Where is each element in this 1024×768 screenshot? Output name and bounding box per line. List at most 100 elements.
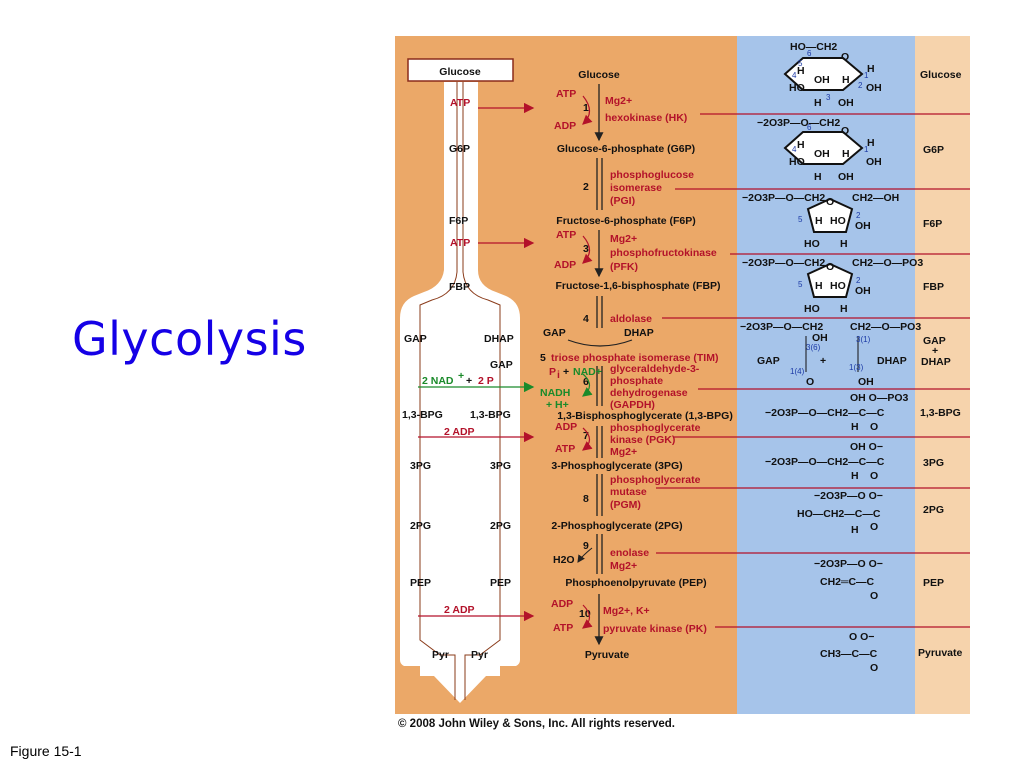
svg-text:H: H [797,139,805,151]
s6-enzyme-4: (GAPDH) [610,399,655,411]
s4-enzyme: aldolase [610,313,652,325]
svg-text:H: H [797,65,805,77]
svg-text:1(3): 1(3) [849,363,864,372]
svg-text:OH: OH [866,156,882,168]
svg-text:H: H [814,97,822,109]
s7-enzyme-1: phosphoglycerate [610,422,701,434]
s1-adp: ADP [554,120,576,132]
ov-atp1: ATP [450,97,470,109]
svg-text:OH O—PO3: OH O—PO3 [850,392,909,404]
s5-enzyme: triose phosphate isomerase (TIM) [551,352,718,364]
overview-funnel [400,82,520,703]
side-bpg: 1,3-BPG [920,407,961,419]
ov-3pg-left: 3PG [410,460,431,472]
svg-text:HO: HO [804,238,820,250]
s2-enzyme-1: phosphoglucose [610,169,694,181]
svg-text:O: O [870,421,878,433]
structure-2pg: −2O3P—O O− HO—CH2—C—C H O [797,490,883,536]
svg-text:O: O [870,521,878,533]
step-2: 2 [583,181,589,193]
s1-cofactor: Mg2+ [605,95,632,107]
structure-pep: −2O3P—O O− CH2═C—C O [814,558,883,602]
copyright-notice: © 2008 John Wiley & Sons, Inc. All right… [398,718,676,730]
svg-text:5: 5 [798,59,803,68]
step-6: 6 [583,376,589,388]
ov-nad-plus: + [466,375,472,387]
metabolite-dhap: DHAP [624,327,654,339]
metabolite-bpg: 1,3-Bisphosphoglycerate (1,3-BPG) [557,410,733,422]
svg-text:O O−: O O− [849,631,874,643]
svg-text:H: H [815,215,823,227]
s2-enzyme-2: isomerase [610,182,662,194]
step-8: 8 [583,493,589,505]
s6-enzyme-2: phosphate [610,375,663,387]
ov-2pg-right: 2PG [490,520,511,532]
s8-enzyme-3: (PGM) [610,499,641,511]
ov-atp2: ATP [450,237,470,249]
peach-panel [915,36,970,714]
svg-text:OH: OH [814,74,830,86]
side-pep: PEP [923,577,944,589]
side-2pg: 2PG [923,504,944,516]
s3-enzyme-2: (PFK) [610,261,638,273]
glucose-box [407,58,514,82]
svg-text:−2O3P—O O−: −2O3P—O O− [814,490,883,502]
svg-text:−2O3P—O—CH2: −2O3P—O—CH2 [740,321,823,333]
svg-text:OH: OH [855,285,871,297]
svg-text:H: H [867,63,875,75]
svg-text:6: 6 [807,123,812,132]
ov-pep-right: PEP [490,577,511,589]
ov-pyr-left: Pyr [432,649,449,661]
ov-f6p: F6P [449,215,468,227]
svg-text:H: H [842,148,850,160]
svg-text:O: O [826,196,834,208]
ov-gap-left: GAP [404,333,427,345]
structure-3pg: OH O− −2O3P—O—CH2—C—C H O [765,441,885,482]
side-fbp: FBP [923,281,944,293]
s1-atp: ATP [556,88,576,100]
svg-text:H: H [840,238,848,250]
svg-text:2: 2 [856,276,861,285]
svg-text:H: H [840,303,848,315]
s7-atp: ATP [555,443,575,455]
svg-text:O: O [841,125,849,137]
step-7: 7 [583,430,589,442]
svg-text:CH3—C—C: CH3—C—C [820,648,878,660]
connector-lines [656,113,970,628]
svg-text:O: O [870,662,878,674]
step-3: 3 [583,243,589,255]
svg-text:HO: HO [830,215,846,227]
pathway-arrows [594,84,604,646]
ov-pep-left: PEP [410,577,431,589]
svg-text:OH: OH [855,220,871,232]
s6-pi: P [549,366,556,378]
svg-text:OH: OH [858,376,874,388]
svg-text:OH: OH [812,332,828,344]
svg-text:OH: OH [838,171,854,183]
svg-text:+: + [820,355,826,367]
svg-text:OH: OH [814,148,830,160]
svg-text:1: 1 [864,71,869,80]
svg-text:−2O3P—O—CH2: −2O3P—O—CH2 [742,257,825,269]
s9-cofactor: Mg2+ [610,560,637,572]
s2-enzyme-3: (PGI) [610,195,635,207]
side-gap: GAP [923,335,946,347]
svg-text:O: O [806,376,814,388]
svg-text:H: H [867,137,875,149]
ov-nad: 2 NAD [422,375,454,387]
structure-bpg: OH O—PO3 −2O3P—O—CH2—C—C H O [765,392,909,433]
metabolite-glucose: Glucose [578,69,620,81]
step-4: 4 [583,313,589,325]
svg-text:H: H [815,280,823,292]
s6-nadh: NADH [540,387,570,399]
s3-cofactor: Mg2+ [610,233,637,245]
svg-text:H: H [851,421,859,433]
structure-pyruvate: O O− CH3—C—C O [820,631,878,674]
s7-enzyme-2: kinase (PGK) [610,434,675,446]
s3-enzyme-1: phosphofructokinase [610,247,717,259]
side-plus: + [932,345,938,357]
svg-text:CH2═C—C: CH2═C—C [820,576,875,588]
